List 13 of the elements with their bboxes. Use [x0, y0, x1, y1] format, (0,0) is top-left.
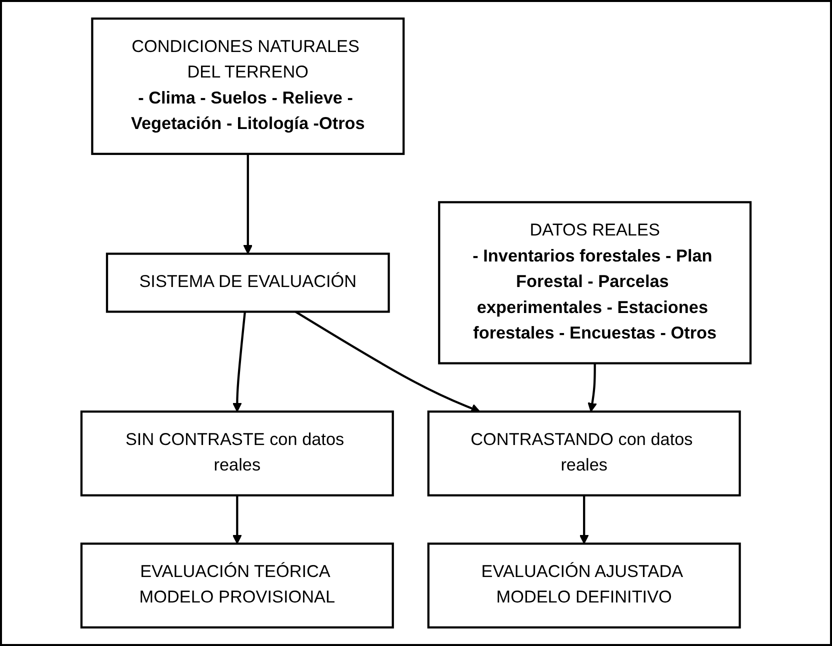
node-box: CONDICIONES NATURALES DEL TERRENO - Clima - Suelos - Relieve - Vegetación - Litología -Otros [91, 18, 405, 155]
arrow [232, 312, 246, 412]
node-box: SIN CONTRASTE con datos reales [80, 410, 394, 496]
node-box: EVALUACIÓN AJUSTADA MODELO DEFINITIVO [427, 542, 741, 628]
node-box: DATOS REALES - Inventarios forestales - Plan Forestal - Parcelas experimentales - Estaciones forestales - Encuestas - Otros [438, 201, 752, 364]
arrow [294, 310, 480, 413]
arrow [232, 495, 242, 544]
node-box: CONTRASTANDO con datos reales [427, 410, 741, 496]
node-box: EVALUACIÓN TEÓRICA MODELO PROVISIONAL [80, 542, 394, 628]
node-box: SISTEMA DE EVALUACIÓN [106, 252, 390, 313]
arrow [579, 495, 589, 544]
arrow [243, 154, 253, 254]
arrow [588, 363, 597, 412]
